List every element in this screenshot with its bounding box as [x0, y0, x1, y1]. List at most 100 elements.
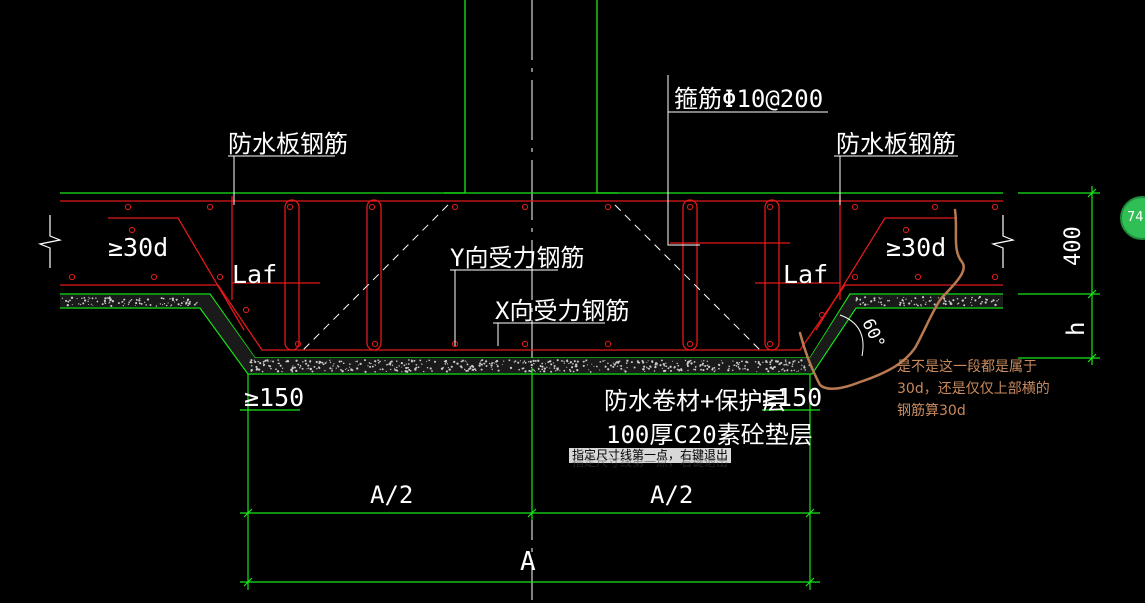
- hatch-dot: [421, 363, 423, 365]
- hatch-dot: [544, 363, 547, 365]
- hatch-dot: [111, 300, 115, 303]
- hatch-dot: [684, 359, 687, 362]
- hatch-dot: [607, 368, 610, 371]
- hatch-dot: [727, 369, 729, 372]
- hatch-dot: [957, 303, 959, 305]
- hatch-dot: [495, 360, 498, 363]
- hatch-dot: [641, 359, 644, 363]
- hatch-dot: [305, 362, 308, 365]
- hatch-dot: [408, 359, 410, 361]
- rebar-section-dot: [686, 203, 694, 211]
- hatch-dot: [775, 361, 777, 363]
- hatch-dot: [964, 297, 966, 299]
- hatch-dot: [943, 297, 946, 300]
- hatch-dot: [466, 361, 468, 363]
- hatch-dot: [563, 360, 565, 363]
- hatch-dot: [405, 363, 407, 365]
- hatch-dot: [127, 303, 130, 305]
- hatch-dot: [446, 363, 449, 365]
- hatch-dot: [195, 303, 197, 305]
- hatch-dot: [522, 362, 524, 364]
- membrane-label: 防水卷材+保护层: [604, 387, 786, 415]
- hatch-dot: [651, 361, 654, 364]
- hatch-dot: [173, 301, 176, 303]
- hatch-dot: [335, 367, 337, 369]
- hatch-dot: [336, 365, 339, 367]
- angle-label: 60°: [857, 316, 888, 352]
- hatch-dot: [338, 360, 341, 363]
- hatch-dot: [754, 360, 757, 363]
- hatch-dot: [804, 369, 806, 371]
- hatch-dot: [426, 360, 428, 363]
- hatch-dot: [401, 366, 403, 368]
- hatch-dot: [610, 364, 612, 367]
- hatch-dot: [167, 302, 169, 304]
- hatch-dot: [254, 360, 257, 364]
- hatch-dot: [979, 302, 982, 305]
- hatch-dot: [270, 360, 272, 362]
- hatch-dot: [593, 365, 595, 368]
- hatch-dot: [787, 364, 789, 366]
- hatch-dot: [255, 368, 258, 371]
- handwritten-bracket: [798, 208, 965, 390]
- hatch-dot: [671, 360, 674, 362]
- hatch-dot: [384, 360, 386, 362]
- hatch-dot: [163, 303, 166, 305]
- hatch-dot: [693, 360, 696, 363]
- hatch-dot: [948, 300, 950, 302]
- hatch-dot: [669, 365, 672, 368]
- hatch-dot: [903, 304, 905, 307]
- hatch-dot: [285, 360, 288, 363]
- hatch-dot: [407, 366, 409, 369]
- hatch-dot: [104, 297, 107, 300]
- hatch-dot: [109, 298, 112, 302]
- hatch-dot: [657, 362, 659, 364]
- hatch-dot: [862, 301, 864, 304]
- hatch-dot: [971, 299, 973, 301]
- hatch-dot: [180, 302, 183, 305]
- hatch-dot: [390, 360, 393, 363]
- hatch-dot: [769, 367, 771, 369]
- hatch-dot: [523, 360, 526, 362]
- hatch-dot: [678, 369, 681, 372]
- hatch-dot: [996, 300, 998, 302]
- hatch-dot: [778, 370, 780, 373]
- hatch-dot: [250, 370, 252, 372]
- hatch-dot: [733, 364, 736, 366]
- hatch-dot: [556, 359, 559, 362]
- hatch-dot: [189, 300, 191, 303]
- hatch-dot: [765, 367, 768, 371]
- hatch-dot: [140, 302, 143, 305]
- hatch-dot: [340, 369, 342, 371]
- hatch-dot: [351, 369, 354, 372]
- hatch-dot: [259, 362, 262, 365]
- rebar-section-dot: [128, 226, 136, 234]
- hatch-dot: [929, 300, 931, 302]
- hatch-dot: [262, 360, 265, 363]
- rebar-section-dot: [451, 203, 459, 211]
- dimension-lines: [240, 186, 1097, 590]
- hatch-dot: [407, 363, 410, 365]
- hatch-dot: [396, 360, 398, 362]
- hatch-dot: [563, 369, 566, 372]
- hatch-dot: [920, 305, 922, 307]
- hatch-dot: [108, 302, 110, 304]
- hatch-dot: [309, 367, 312, 370]
- rebar-section-dot: [991, 273, 999, 281]
- hatch-dot: [859, 303, 862, 306]
- hatch-dot: [122, 304, 124, 307]
- hatch-dot: [315, 361, 318, 364]
- hatch-dot: [508, 359, 511, 362]
- hatch-dot: [92, 304, 94, 306]
- hatch-dot: [423, 370, 425, 373]
- hatch-dot: [456, 362, 459, 365]
- hatch-dot: [586, 364, 589, 366]
- hatch-dot: [431, 370, 433, 372]
- hatch-dot: [764, 361, 767, 363]
- hatch-dot: [659, 364, 662, 367]
- hatch-dot: [355, 361, 357, 363]
- hatch-dot: [560, 359, 563, 362]
- hatch-dot: [654, 365, 657, 369]
- hatch-dot: [374, 360, 377, 363]
